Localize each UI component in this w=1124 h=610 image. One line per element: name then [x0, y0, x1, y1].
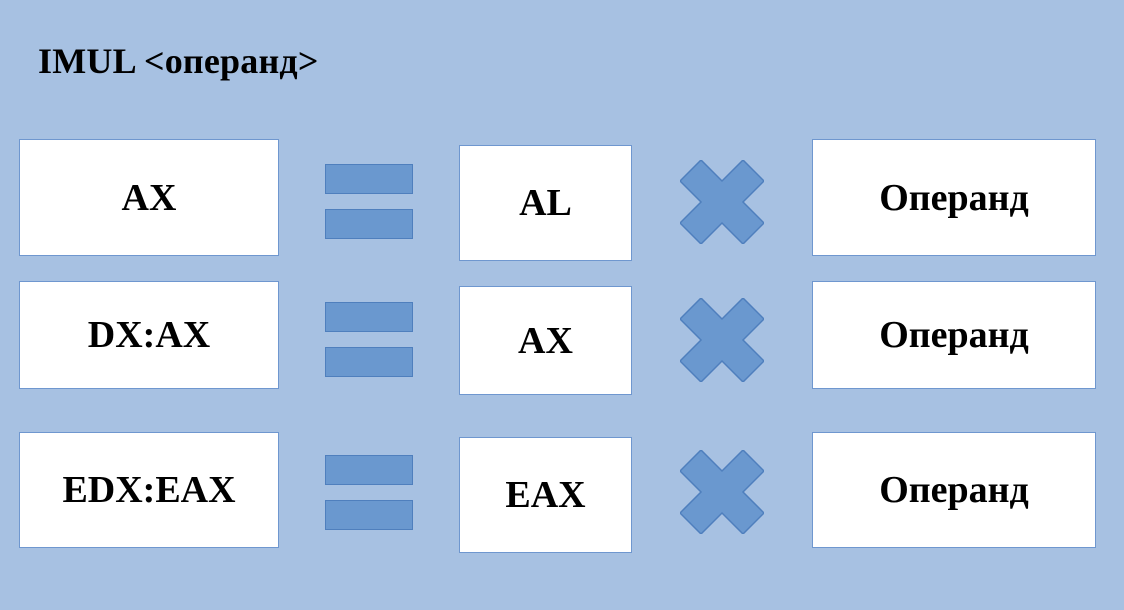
result-register-box: AX	[19, 139, 279, 256]
source-register-box: EAX	[459, 437, 632, 553]
result-register-box: DX:AX	[19, 281, 279, 389]
equals-icon	[325, 164, 413, 241]
operand-box: Операнд	[812, 139, 1096, 256]
operand-box: Операнд	[812, 432, 1096, 548]
equals-icon	[325, 302, 413, 379]
source-register-box: AL	[459, 145, 632, 261]
multiply-icon	[680, 298, 764, 382]
operand-box: Операнд	[812, 281, 1096, 389]
source-register-box: AX	[459, 286, 632, 395]
equals-icon	[325, 455, 413, 532]
diagram-title: IMUL <операнд>	[38, 41, 319, 81]
result-register-box: EDX:EAX	[19, 432, 279, 548]
multiply-icon	[680, 160, 764, 244]
multiply-icon	[680, 450, 764, 534]
